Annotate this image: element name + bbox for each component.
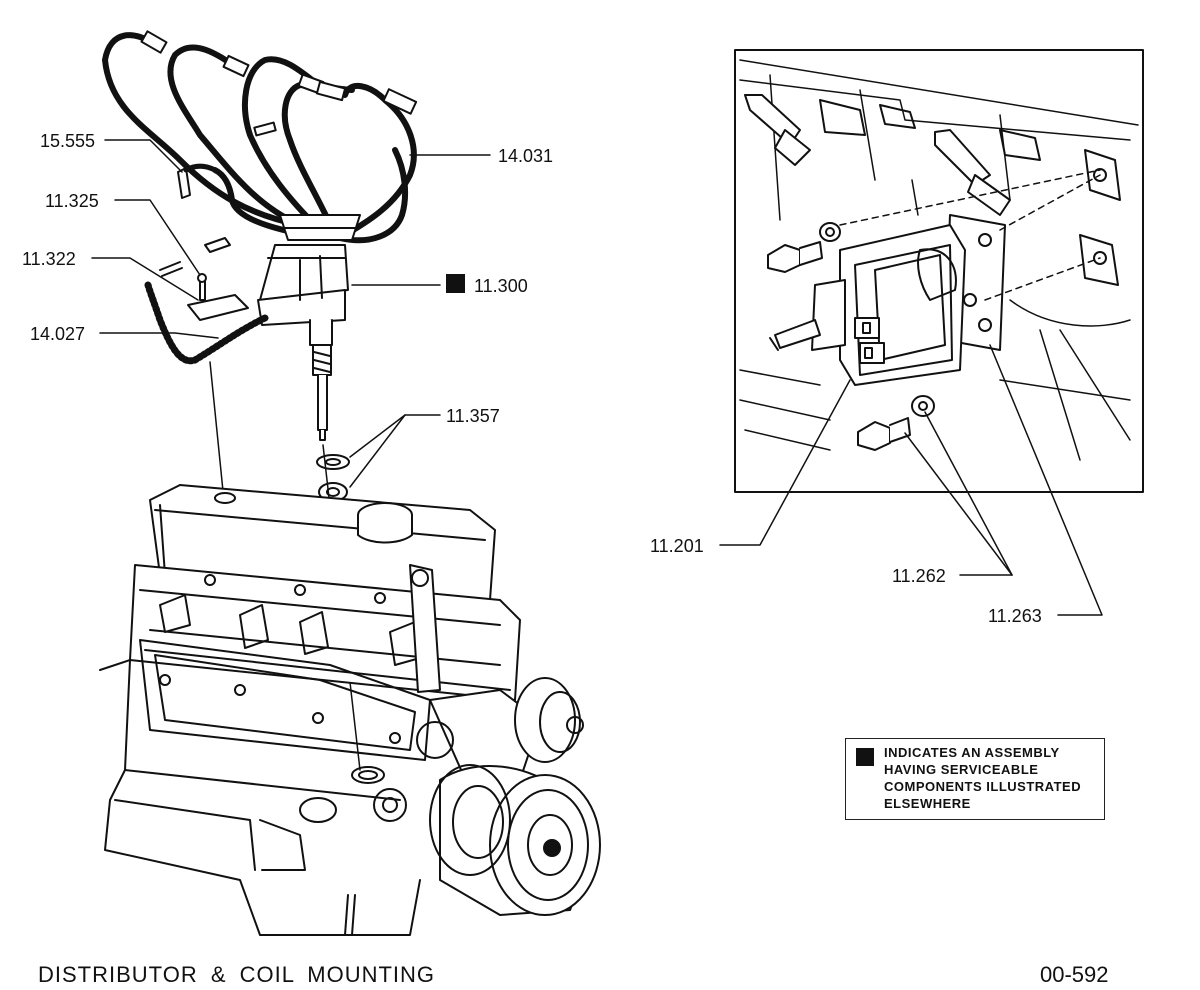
callout-11325: 11.325 [45,191,99,211]
spark-plug-wires [102,32,417,244]
figure-title: DISTRIBUTOR & COIL MOUNTING [38,962,436,987]
legend-square-icon [856,748,874,766]
figure-code: 00-592 [1040,962,1109,987]
vacuum-hose [144,281,269,365]
callout-11262: 11.262 [892,566,946,586]
callout-14027: 14.027 [30,324,86,344]
legend-line-3: COMPONENTS ILLUSTRATED [884,779,1082,794]
legend-line-4: ELSEWHERE [884,796,971,811]
callout-11201: 11.201 [650,536,704,556]
hold-down-clamp [159,237,249,321]
engine-block [99,484,601,936]
wire-boots [140,30,418,137]
distributor-gaskets [316,454,350,502]
callout-14031: 14.031 [498,146,554,166]
coil-inset [734,49,1144,493]
leader-lines-right [719,344,1103,616]
assembly-marker-square [446,274,465,293]
legend-text: INDICATES AN ASSEMBLY HAVING SERVICEABLE… [884,744,1081,812]
legend-line-1: INDICATES AN ASSEMBLY [884,745,1060,760]
legend-box: INDICATES AN ASSEMBLY HAVING SERVICEABLE… [845,738,1105,820]
distributor-assembly [257,214,361,441]
legend-line-2: HAVING SERVICEABLE [884,762,1039,777]
coil-wire-boot [177,163,218,199]
callout-11300: 11.300 [474,276,528,296]
callout-15555: 15.555 [40,131,96,151]
callout-11263: 11.263 [988,606,1042,626]
leader-lines-left [91,139,491,488]
callout-11357: 11.357 [446,406,500,426]
callout-11322: 11.322 [22,249,76,269]
